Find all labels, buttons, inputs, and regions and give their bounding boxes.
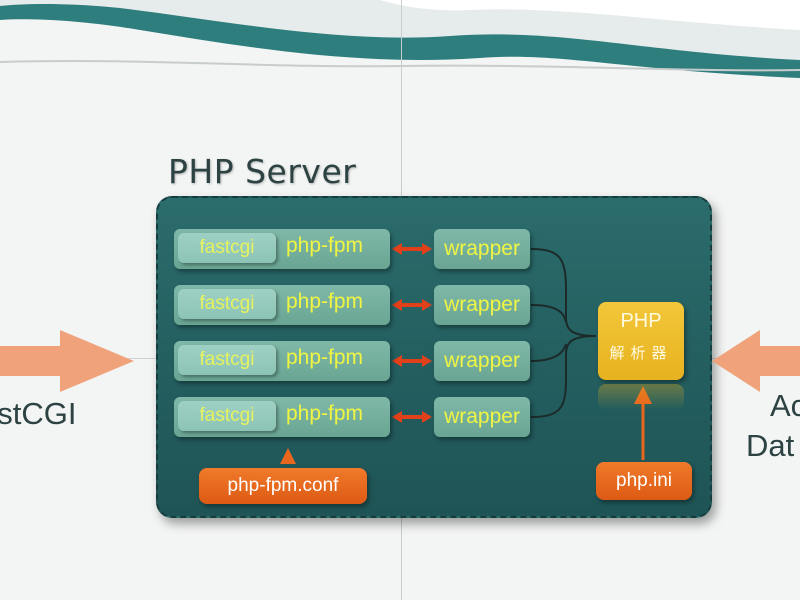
- fpm-row: fastcgi php-fpm: [174, 397, 390, 437]
- fastcgi-module: fastcgi: [178, 289, 276, 319]
- wrapper-module: wrapper: [434, 341, 530, 381]
- php-fpm-label: php-fpm: [286, 234, 364, 257]
- parser-reflection: [598, 384, 684, 410]
- fpm-row: fastcgi php-fpm: [174, 285, 390, 325]
- right-arrow-icon: [712, 330, 800, 392]
- fpm-wrapper-arrows: [392, 243, 432, 423]
- right-side-label-line2: Dat: [746, 428, 795, 463]
- php-fpm-conf-box: php-fpm.conf: [199, 468, 367, 504]
- wrapper-module: wrapper: [434, 397, 530, 437]
- parser-subtitle: 解析器: [609, 344, 673, 362]
- double-arrow-icon: [392, 243, 432, 255]
- fastcgi-module: fastcgi: [178, 401, 276, 431]
- double-arrow-icon: [392, 299, 432, 311]
- double-arrow-icon: [392, 355, 432, 367]
- ini-arrow: [634, 386, 652, 460]
- conf-arrow: [280, 448, 296, 464]
- php-fpm-label: php-fpm: [286, 290, 364, 313]
- left-arrow-icon: [0, 330, 134, 392]
- php-fpm-label: php-fpm: [286, 346, 364, 369]
- fastcgi-module: fastcgi: [178, 345, 276, 375]
- php-ini-box: php.ini: [596, 462, 692, 500]
- fpm-row: fastcgi php-fpm: [174, 229, 390, 269]
- right-side-label-line1: Ac: [770, 388, 800, 423]
- wrapper-module: wrapper: [434, 285, 530, 325]
- background-swoosh: [0, 0, 800, 78]
- parser-title: PHP: [620, 310, 662, 332]
- php-parser-box: PHP 解析器: [598, 302, 684, 380]
- wrapper-module: wrapper: [434, 229, 530, 269]
- server-title: PHP Server: [168, 152, 357, 191]
- fpm-row: fastcgi php-fpm: [174, 341, 390, 381]
- php-fpm-label: php-fpm: [286, 402, 364, 425]
- fastcgi-module: fastcgi: [178, 233, 276, 263]
- double-arrow-icon: [392, 411, 432, 423]
- wrapper-to-parser-bracket: [530, 248, 597, 418]
- fastcgi-side-label: astCGI: [0, 396, 77, 431]
